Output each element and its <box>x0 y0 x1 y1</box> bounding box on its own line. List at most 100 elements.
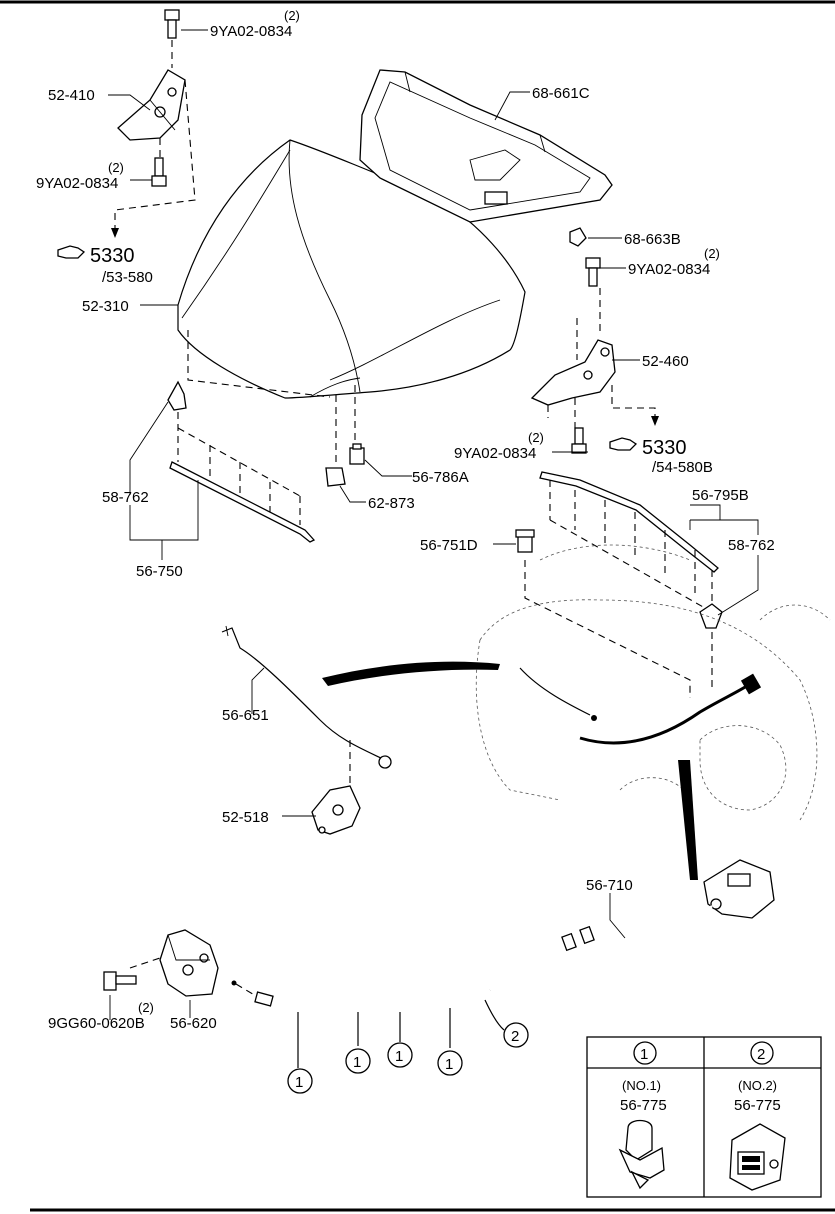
legend-key-1: 1 <box>633 1041 657 1065</box>
label-part: 9YA02-0834 <box>628 261 710 278</box>
clip-58-762-left <box>167 380 187 411</box>
callout-1: 1 <box>437 1050 463 1076</box>
weatherstrip-56-750 <box>169 461 316 543</box>
label-part: 56-651 <box>222 707 269 724</box>
legend-part: 56-775 <box>620 1097 667 1114</box>
callout-leader <box>484 999 505 1031</box>
label-part: 56-751D <box>420 537 478 554</box>
cable-guide <box>235 983 257 997</box>
label-part: 52-460 <box>642 353 689 370</box>
bay-cable <box>579 682 751 745</box>
hinge-right <box>530 339 616 406</box>
release-handle-56-710 <box>703 859 775 919</box>
label-part: 52-310 <box>82 298 129 315</box>
cable-end-ball <box>231 980 237 986</box>
label-part: 58-762 <box>728 537 775 554</box>
cable-56-651-end <box>225 625 229 637</box>
hood-insulator <box>359 69 613 223</box>
callout-number: 2 <box>511 1028 519 1045</box>
callout-number: 1 <box>395 1048 403 1065</box>
hood-lock-52-518 <box>311 785 361 835</box>
hinge-guide <box>611 385 656 418</box>
cable-56-710-inner <box>269 988 491 1017</box>
seal-guide <box>177 427 301 497</box>
seal-guide <box>549 480 713 610</box>
label-part: 9YA02-0834 <box>210 23 292 40</box>
ref-number: 5330 <box>642 437 687 459</box>
seal-guide <box>177 412 301 525</box>
legend-no: (NO.1) <box>622 1078 661 1093</box>
legend-part: 56-775 <box>734 1097 781 1114</box>
callout-number: 1 <box>295 1074 303 1091</box>
seal-guide <box>549 519 713 613</box>
ref-sub: /53-580 <box>102 269 153 286</box>
pointer-arrow <box>678 760 698 880</box>
clip-58-762-right <box>699 603 723 629</box>
legend-no: (NO.2) <box>738 1078 777 1093</box>
legend-key-number: 2 <box>757 1046 765 1063</box>
ref-5330-a: 5330 <box>57 245 135 267</box>
cable-grommet <box>561 932 577 952</box>
callout-2: 2 <box>503 1022 529 1048</box>
ref-sub: /54-580B <box>652 459 713 476</box>
latch-guide <box>129 957 161 969</box>
hood-latch-56-620 <box>159 929 219 997</box>
callout-1: 1 <box>345 1048 371 1074</box>
bay-guide <box>524 560 691 698</box>
bolt-9gg60 <box>103 971 137 991</box>
cable-56-651 <box>221 627 386 761</box>
label-qty: (2) <box>704 246 720 261</box>
hood-panel <box>177 139 526 399</box>
cable-grommet <box>579 925 595 945</box>
hinge-guide <box>114 79 196 232</box>
callout-number: 1 <box>445 1056 453 1073</box>
clip-legend-box <box>586 1036 822 1198</box>
cable-56-651-end <box>378 755 392 769</box>
callout-number: 1 <box>353 1054 361 1071</box>
clip-no1-illustration <box>618 1119 665 1190</box>
arrow-icon <box>651 416 659 426</box>
cable-56-710 <box>489 905 713 991</box>
leader-lines <box>108 29 759 1020</box>
pointer-arrow <box>322 661 500 686</box>
label-qty: (2) <box>528 430 544 445</box>
label-part: 52-410 <box>48 87 95 104</box>
label-part: 56-786A <box>412 469 469 486</box>
label-part: 68-661C <box>532 85 590 102</box>
bumper-56-786a <box>349 443 365 465</box>
label-part: 9GG60-0620B <box>48 1015 145 1032</box>
hand-pointer-icon <box>609 437 638 451</box>
cable-end-fitting <box>254 991 274 1007</box>
label-part: 9YA02-0834 <box>36 175 118 192</box>
bolt-right-top <box>585 257 601 287</box>
label-part: 9YA02-0834 <box>454 445 536 462</box>
ref-number: 5330 <box>90 245 135 267</box>
callout-1: 1 <box>387 1042 413 1068</box>
label-part: 56-750 <box>136 563 183 580</box>
bolt-right-mid <box>571 427 587 454</box>
label-part: 58-762 <box>102 489 149 506</box>
bolt-left <box>151 157 167 187</box>
label-part: 52-518 <box>222 809 269 826</box>
cable-56-710-inner <box>489 905 713 991</box>
bumper-62-873 <box>325 467 346 487</box>
ref-5330-b: 5330 <box>609 437 687 459</box>
bolt-top-left <box>164 9 180 39</box>
bay-cable-end <box>591 715 597 721</box>
hinge-guide <box>547 398 576 428</box>
label-part: 56-620 <box>170 1015 217 1032</box>
label-qty: (2) <box>138 1000 154 1015</box>
stopper-56-751d <box>515 529 535 553</box>
label-part: 56-795B <box>692 487 749 504</box>
engine-bay-outline <box>475 544 831 821</box>
bay-cable-connector <box>740 673 762 695</box>
clip-68-663b <box>569 227 587 247</box>
label-part: 56-710 <box>586 877 633 894</box>
callout-1: 1 <box>287 1068 313 1094</box>
hinge-left <box>117 69 186 141</box>
legend-key-number: 1 <box>640 1046 648 1063</box>
arrow-icon <box>111 228 119 238</box>
label-qty: (2) <box>108 160 124 175</box>
hinge-guide <box>576 288 601 360</box>
